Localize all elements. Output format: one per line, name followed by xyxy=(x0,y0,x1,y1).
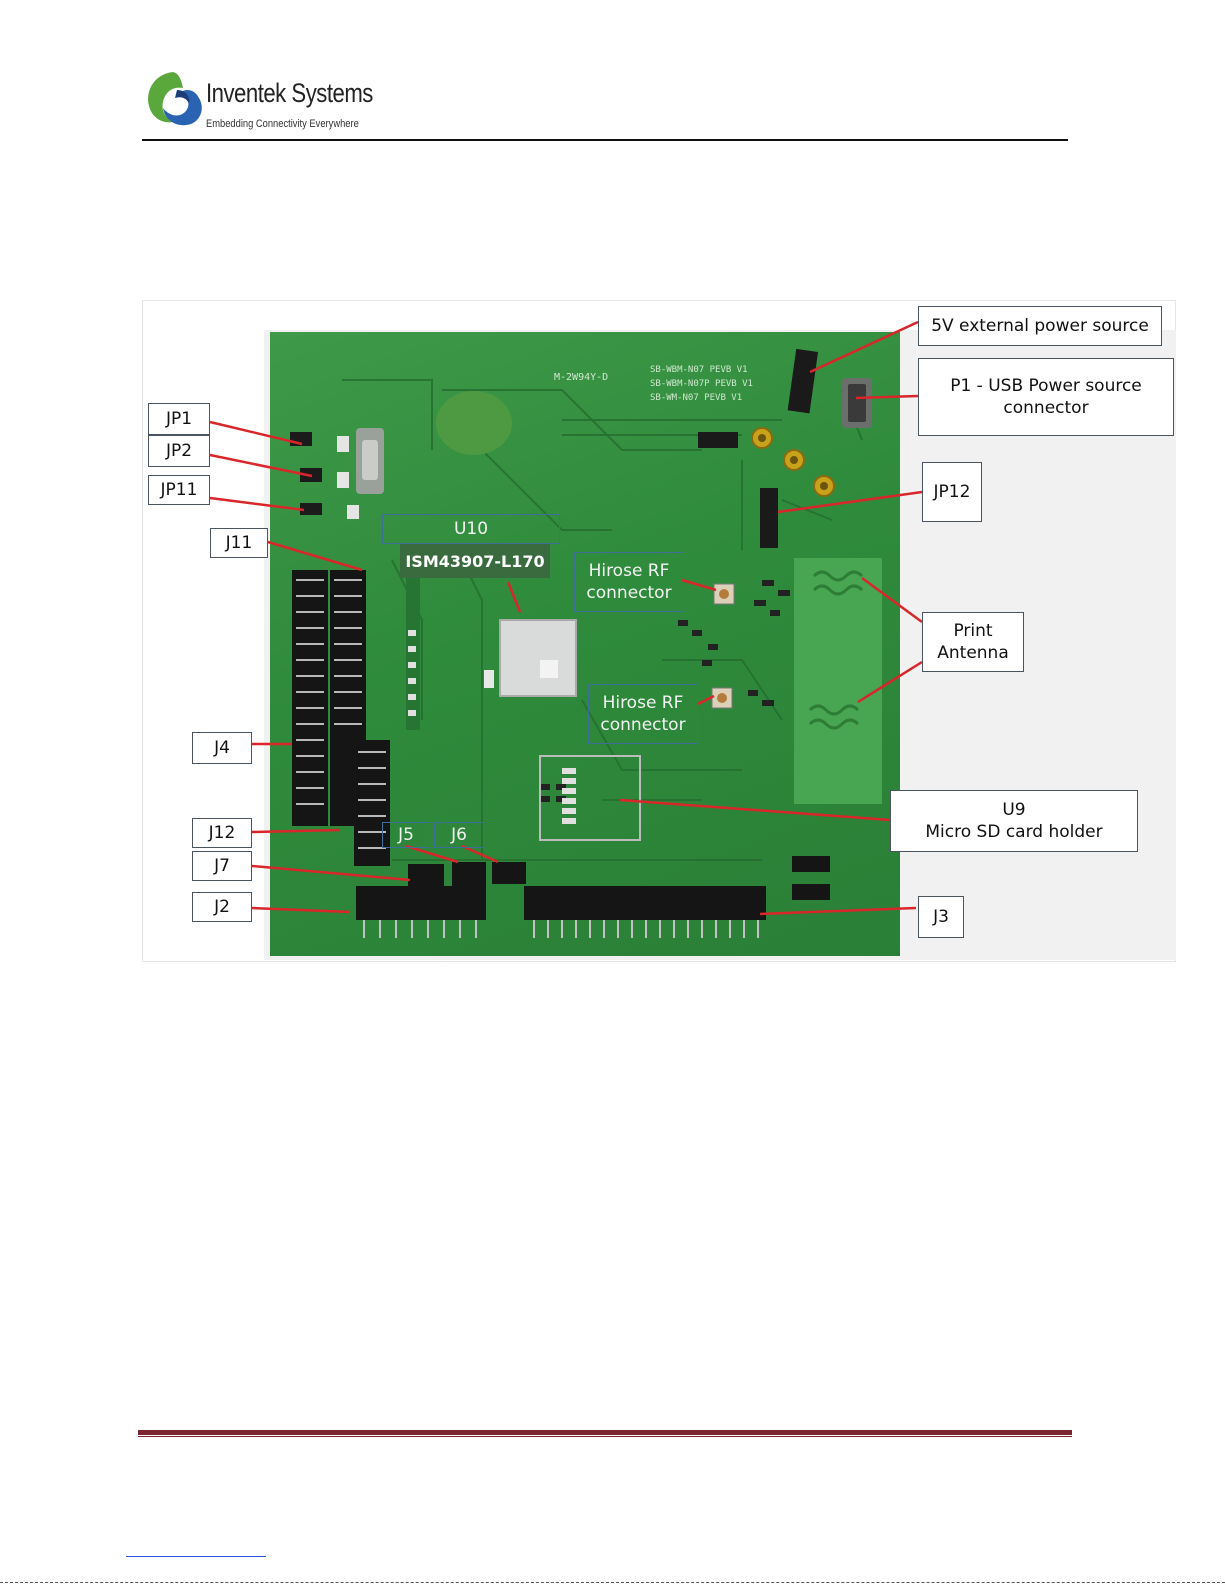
footer-link-underline[interactable] xyxy=(126,1556,266,1557)
tag-u10: U10 xyxy=(382,514,560,544)
silk-board-id: M-2W94Y-D xyxy=(554,372,608,383)
print-antenna-area xyxy=(794,558,882,804)
callout-print-antenna: Print Antenna xyxy=(922,612,1024,672)
page-bottom-edge xyxy=(0,1582,1225,1586)
callout-j4: J4 xyxy=(192,732,252,764)
callout-j11: J11 xyxy=(210,528,268,558)
board-details: SB-WBM-N07 PEVB V1 SB-WBM-N07P PEVB V1 S… xyxy=(209,320,923,962)
callout-j2: J2 xyxy=(192,892,252,922)
callout-jp1: JP1 xyxy=(148,403,210,435)
footer-divider-thin xyxy=(138,1436,1072,1437)
j7-header-icon xyxy=(408,864,444,886)
leader-lines xyxy=(209,320,923,916)
silk-line-1: SB-WBM-N07 PEVB V1 xyxy=(650,365,748,375)
callout-jp12: JP12 xyxy=(922,462,982,522)
page-header: Inventek Systems Embedding Connectivity … xyxy=(0,0,1225,150)
inventek-logo-icon xyxy=(148,72,202,126)
callout-j7: J7 xyxy=(192,851,252,881)
pcb-blob xyxy=(436,391,512,455)
callout-j12: J12 xyxy=(192,818,252,848)
callout-usb-power: P1 - USB Power source connector xyxy=(918,358,1174,436)
tag-hirose-rf-bottom: Hirose RF connector xyxy=(588,684,698,744)
tag-module-part-number: ISM43907-L170 xyxy=(400,544,550,578)
micro-sd-holder-icon xyxy=(539,755,641,841)
callout-jp2: JP2 xyxy=(148,435,210,467)
jumper-blocks xyxy=(290,432,359,519)
callout-5v-external-power: 5V external power source xyxy=(918,306,1162,346)
callout-jp11: JP11 xyxy=(148,475,210,505)
tag-j5: J5 xyxy=(382,822,430,848)
callout-micro-sd: U9 Micro SD card holder xyxy=(890,790,1138,852)
company-name: Inventek Systems xyxy=(206,78,373,108)
company-tagline: Embedding Connectivity Everywhere xyxy=(206,118,359,130)
power-jack-icon xyxy=(787,348,819,414)
header-divider xyxy=(142,139,1068,141)
silk-line-2: SB-WBM-N07P PEVB V1 xyxy=(650,379,753,389)
footer-divider xyxy=(138,1430,1072,1435)
header-pins-left xyxy=(292,570,390,866)
callout-j3: J3 xyxy=(918,896,964,938)
jp12-header-icon xyxy=(760,488,778,548)
tag-j6: J6 xyxy=(434,822,484,848)
silk-line-3: SB-WM-N07 PEVB V1 xyxy=(650,393,742,403)
j3-header-icon xyxy=(524,886,766,920)
evb-board-figure: SB-WBM-N07 PEVB V1 SB-WBM-N07P PEVB V1 S… xyxy=(142,300,1176,962)
ism43907-module-icon xyxy=(499,619,577,697)
tag-hirose-rf-top: Hirose RF connector xyxy=(574,552,684,612)
j6-header-icon xyxy=(492,862,526,884)
j2-header-icon xyxy=(356,886,486,920)
